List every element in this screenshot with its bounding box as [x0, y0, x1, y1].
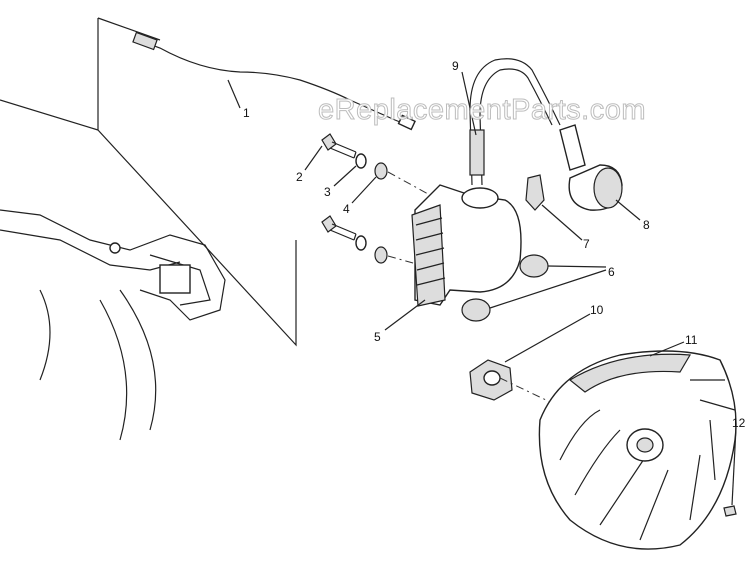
part-8-spark-plug-boot	[559, 124, 623, 211]
callout-6: 6	[608, 265, 615, 279]
engine-housing	[0, 209, 226, 441]
callout-10: 10	[590, 303, 604, 317]
part-9-high-tension-lead	[469, 58, 561, 186]
callout-12: 12	[732, 416, 746, 430]
part-11-flywheel	[538, 350, 737, 550]
watermark: eReplacementParts.com	[318, 94, 646, 126]
callout-8: 8	[643, 218, 650, 232]
part-2-screws	[321, 133, 357, 241]
callout-7: 7	[583, 237, 590, 251]
part-7-clip	[525, 174, 545, 211]
part-1-ground-wire	[132, 31, 416, 131]
part-5-ignition-module	[411, 184, 522, 307]
callout-3: 3	[324, 185, 331, 199]
part-3-4-washers	[355, 153, 431, 266]
callout-5: 5	[374, 330, 381, 344]
callout-2: 2	[296, 170, 303, 184]
leader-lines	[227, 71, 737, 506]
callout-11: 11	[685, 333, 698, 347]
part-12-flywheel-key	[723, 505, 737, 517]
callout-1: 1	[243, 106, 250, 120]
mounting-plane	[0, 17, 297, 347]
callout-4: 4	[343, 202, 350, 216]
callout-9: 9	[452, 59, 459, 73]
part-6-spacers	[461, 254, 549, 322]
